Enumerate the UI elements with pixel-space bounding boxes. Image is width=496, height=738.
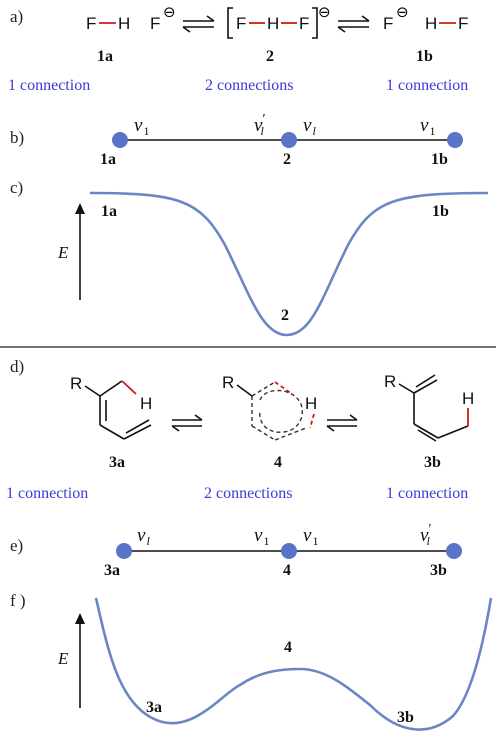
- atom-f: F: [383, 14, 393, 33]
- vertex-label-nul: νl: [303, 115, 316, 138]
- energy-curve: [94, 597, 493, 731]
- panel-label-d: d): [10, 357, 24, 376]
- node-label-3a: 3a: [104, 562, 120, 579]
- connection-count: 1 connection: [8, 77, 90, 94]
- panel-label-b: b): [10, 128, 24, 147]
- energy-axis-arrow: [75, 203, 85, 300]
- vertex-label-nu1: ν1: [420, 115, 435, 138]
- vertex-label-nul: νl: [137, 525, 150, 548]
- minus-charge-icon: ⊖: [396, 4, 409, 21]
- node-label-2: 2: [283, 151, 291, 168]
- connection-count: 2 connections: [204, 485, 292, 502]
- energy-axis-label: E: [57, 649, 69, 668]
- connection-count: 1 connection: [386, 77, 468, 94]
- panel-label-c: c): [10, 178, 23, 197]
- atom-h: H: [267, 14, 279, 33]
- graph-node: [446, 543, 462, 559]
- node-label-1a: 1a: [100, 151, 116, 168]
- curve-label-4: 4: [284, 639, 292, 656]
- panel-label-e: e): [10, 536, 23, 555]
- vertex-label-nul-prime: ν′l: [254, 112, 266, 138]
- compound-label-1a: 1a: [97, 48, 113, 65]
- graph-node: [116, 543, 132, 559]
- energy-axis-label: E: [57, 243, 69, 262]
- equilibrium-arrow-icon: [182, 15, 215, 33]
- vertex-label-nu1: ν1: [254, 525, 269, 548]
- equilibrium-arrow-icon: [326, 414, 358, 432]
- equilibrium-arrow-icon: [337, 15, 370, 33]
- atom-f: F: [458, 14, 468, 33]
- energy-curve: [89, 191, 489, 337]
- node-label-3b: 3b: [430, 562, 447, 579]
- connection-count: 1 connection: [6, 485, 88, 502]
- vertex-label-nu1: ν1: [134, 115, 149, 138]
- atom-r: R: [70, 374, 82, 393]
- panel-label-a: a): [10, 7, 23, 26]
- compound-label-2: 2: [266, 48, 274, 65]
- atom-f: F: [150, 14, 160, 33]
- node-label-4: 4: [283, 562, 291, 579]
- atom-r: R: [384, 372, 396, 391]
- curve-label-1a: 1a: [101, 203, 117, 220]
- compound-label-1b: 1b: [416, 48, 433, 65]
- compound-label-3a: 3a: [109, 454, 125, 471]
- molecule-3b: R H: [384, 372, 474, 442]
- vertex-label-nu1: ν1: [303, 525, 318, 548]
- atom-h: H: [462, 389, 474, 408]
- atom-f: F: [299, 14, 309, 33]
- molecule-3a: R H: [70, 374, 152, 440]
- molecule-4: R H: [222, 373, 317, 441]
- curve-label-3a: 3a: [146, 699, 162, 716]
- atom-h: H: [118, 14, 130, 33]
- compound-label-3b: 3b: [424, 454, 441, 471]
- compound-label-4: 4: [274, 454, 282, 471]
- graph-node: [281, 132, 297, 148]
- energy-axis-arrow: [75, 613, 85, 708]
- node-label-1b: 1b: [431, 151, 448, 168]
- atom-h: H: [305, 394, 317, 413]
- connection-count: 2 connections: [205, 77, 293, 94]
- curve-label-3b: 3b: [397, 709, 414, 726]
- bracket-left: [227, 7, 233, 39]
- vertex-label-nul-prime: ν′l: [420, 522, 432, 548]
- connection-count: 1 connection: [386, 485, 468, 502]
- curve-label-1b: 1b: [432, 203, 449, 220]
- panel-label-f: f ): [10, 591, 26, 610]
- graph-node: [112, 132, 128, 148]
- equilibrium-arrow-icon: [171, 414, 203, 432]
- graph-node: [281, 543, 297, 559]
- minus-charge-icon: ⊖: [163, 4, 176, 21]
- minus-charge-icon: ⊖: [318, 4, 331, 21]
- atom-r: R: [222, 373, 234, 392]
- atom-f: F: [236, 14, 246, 33]
- atom-h: H: [425, 14, 437, 33]
- bracket-right: [312, 7, 318, 39]
- atom-f: F: [86, 14, 96, 33]
- graph-node: [447, 132, 463, 148]
- atom-h: H: [140, 394, 152, 413]
- curve-label-2: 2: [281, 307, 289, 324]
